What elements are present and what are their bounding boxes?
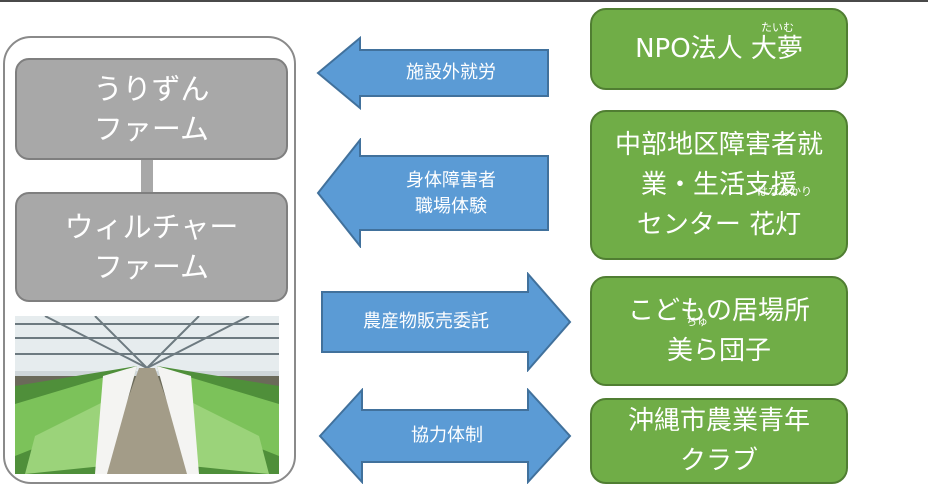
arrow-work-experience bbox=[316, 138, 549, 248]
org-npo-taimu: NPO法人 大夢 bbox=[590, 8, 848, 90]
arrow-facility-work bbox=[316, 36, 549, 110]
arrow-cooperation bbox=[318, 388, 572, 484]
urizun-farm-box: うりずん ファーム bbox=[15, 58, 288, 160]
ruby-chu: ちゅ bbox=[686, 315, 708, 328]
ruby-hanaakari: はなあかり bbox=[757, 185, 812, 198]
wilture-farm-box: ウィルチャー ファーム bbox=[15, 192, 288, 302]
arrow-label-work-experience: 身体障害者 職場体験 bbox=[406, 170, 496, 217]
arrow-sales-consignment bbox=[321, 272, 572, 372]
org-churadango: こどもの居場所 美ら団子 bbox=[590, 276, 848, 386]
farm-connector bbox=[141, 160, 153, 192]
arrow-label-facility-work: 施設外就労 bbox=[406, 62, 496, 83]
org-agri-youth-club: 沖縄市農業青年 クラブ bbox=[590, 398, 848, 484]
greenhouse-photo bbox=[15, 316, 279, 474]
ruby-taimu: たいむ bbox=[761, 21, 794, 34]
top-rule bbox=[0, 0, 928, 2]
farm-panel: うりずん ファーム ウィルチャー ファーム bbox=[3, 36, 296, 484]
arrow-label-cooperation: 協力体制 bbox=[411, 425, 483, 446]
arrow-label-sales-consignment: 農産物販売委託 bbox=[363, 311, 489, 332]
org-support-center-hanaakari: 中部地区障害者就 業・生活支援 センター 花灯 bbox=[590, 110, 848, 260]
